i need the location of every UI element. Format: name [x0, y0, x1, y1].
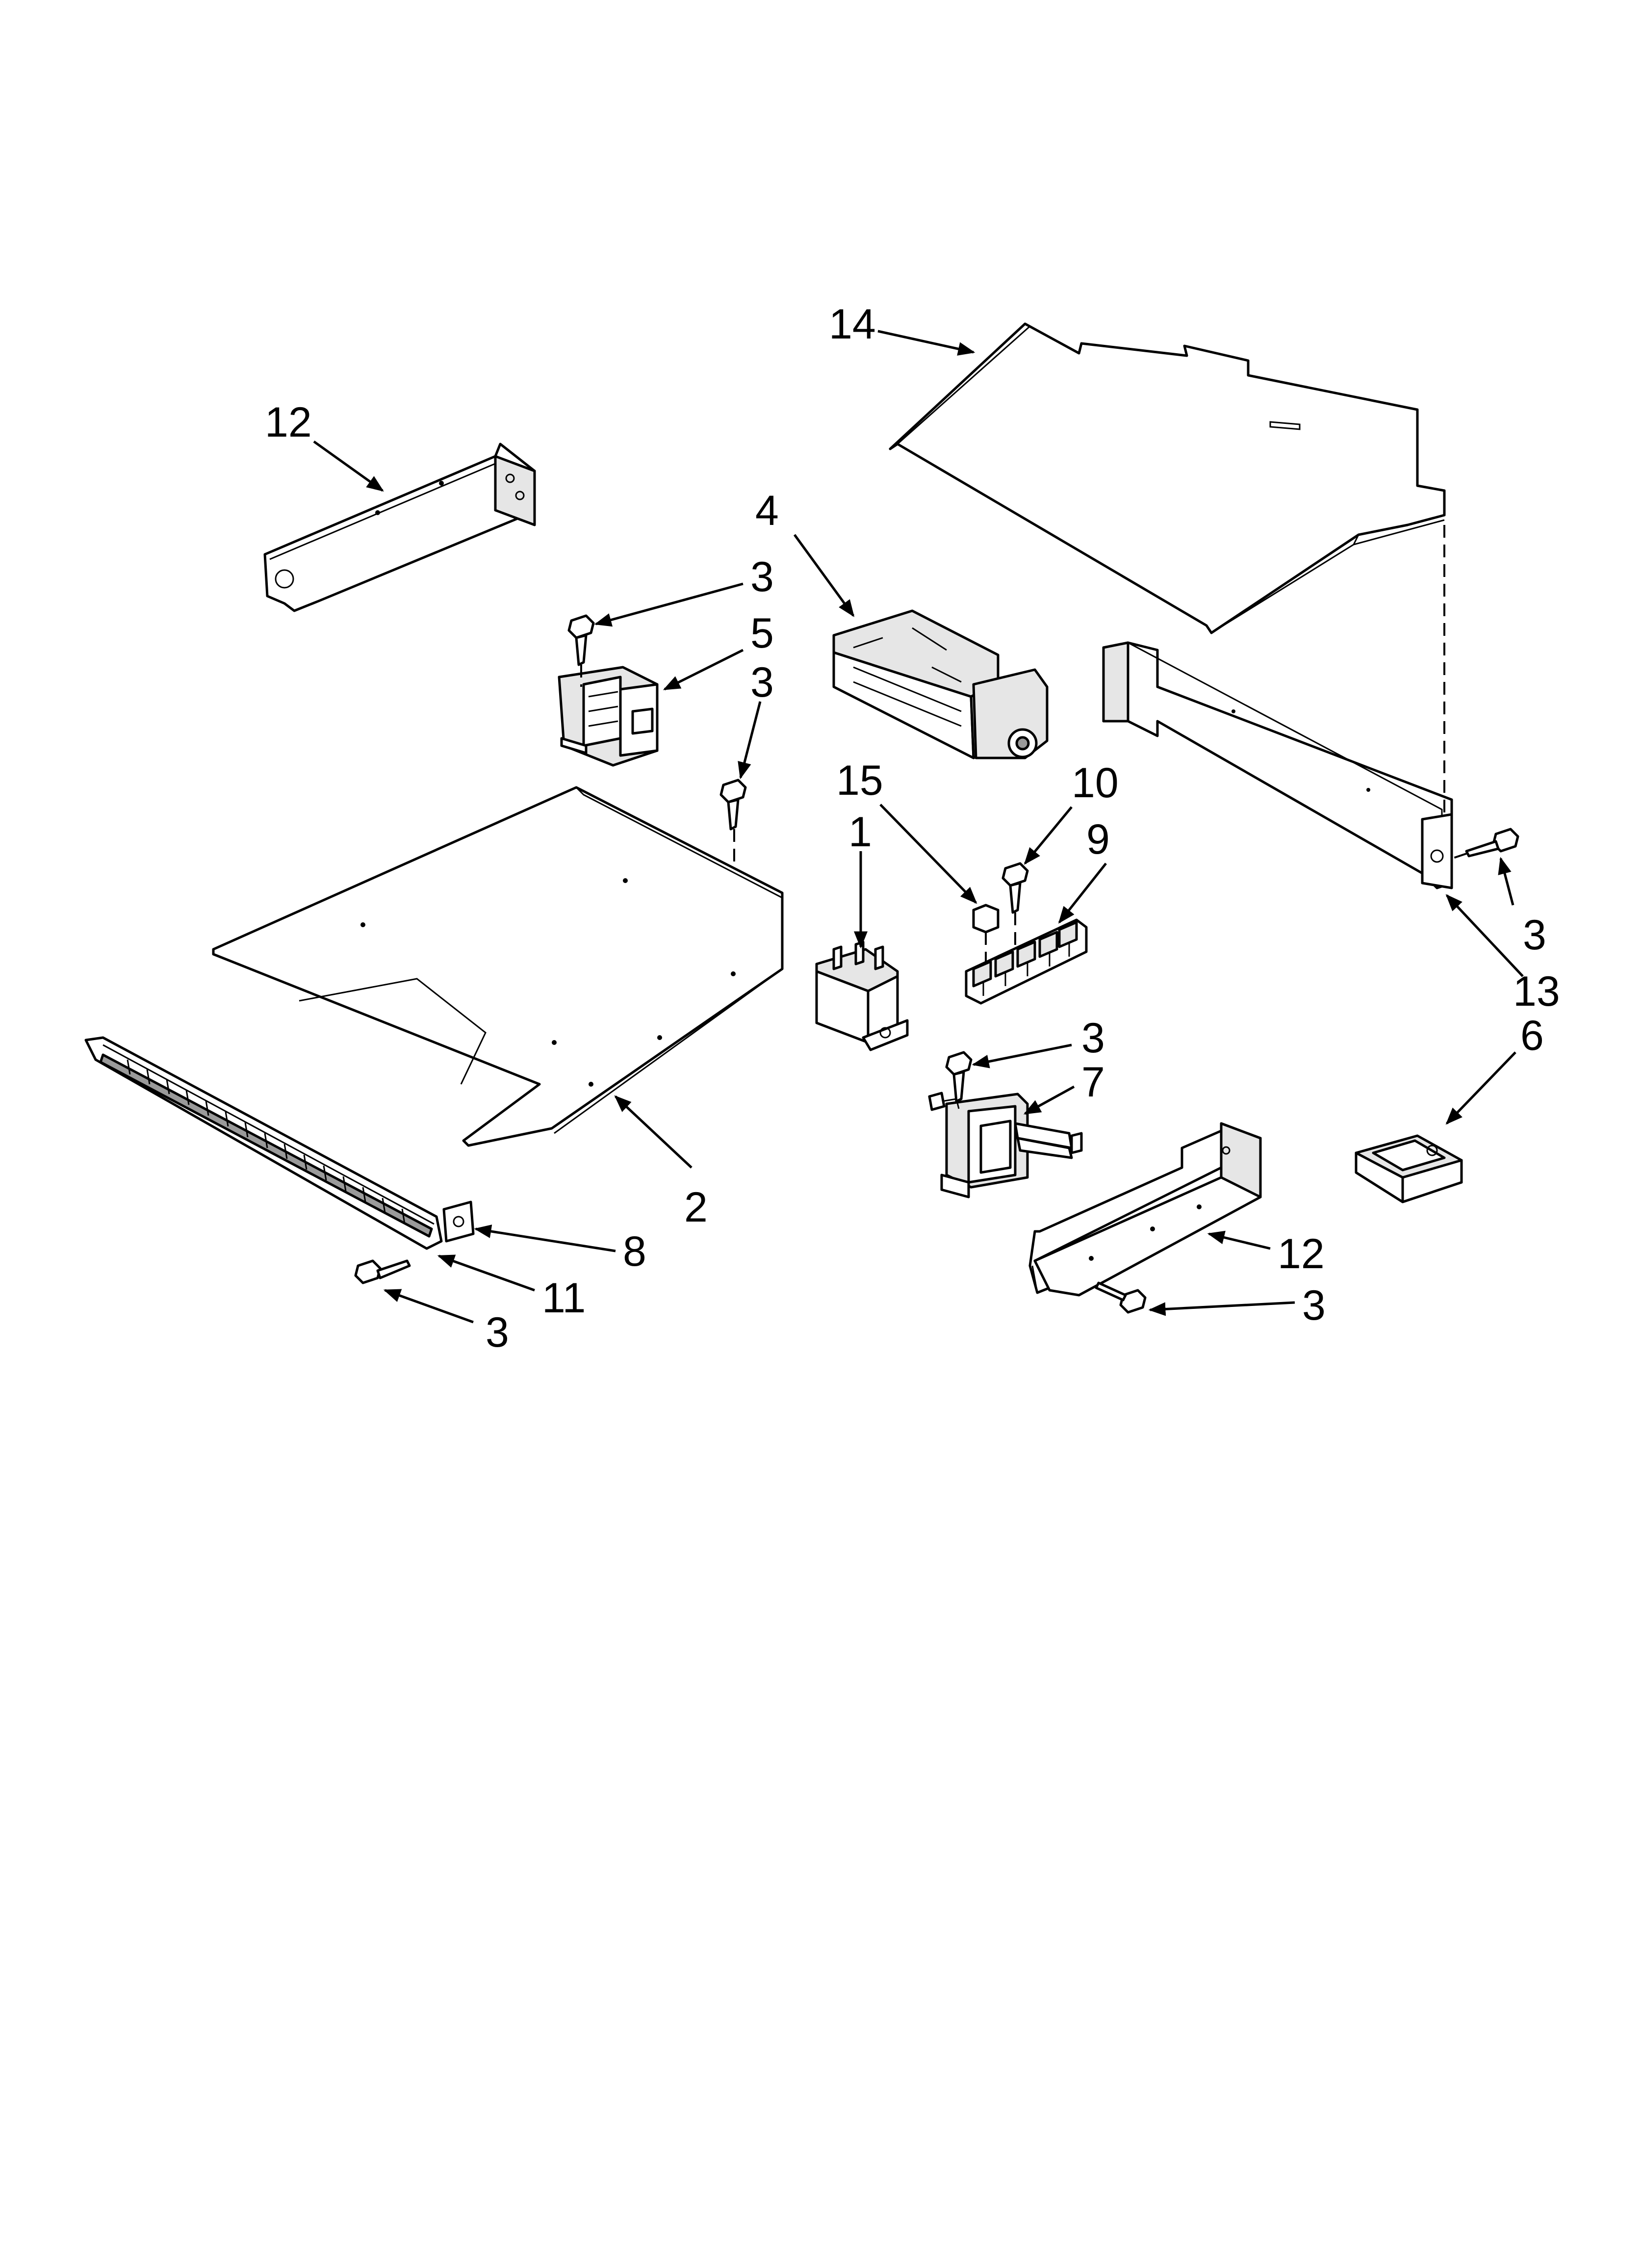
leader-4 — [793, 534, 855, 617]
part-1-relay — [815, 940, 909, 1051]
callout-3-d: 3 — [1523, 912, 1546, 959]
screw-3-f — [1095, 1281, 1147, 1314]
callout-3-a: 3 — [750, 553, 774, 600]
leader-11 — [437, 1254, 535, 1292]
part-12-bracket-upper — [263, 443, 536, 612]
callout-5: 5 — [750, 610, 774, 657]
part-9-terminal-block — [965, 918, 1088, 1005]
leader-3-c — [383, 1289, 474, 1324]
leader-3-d — [1498, 857, 1514, 906]
leader-3-f — [1148, 1301, 1295, 1316]
screw-3-a — [567, 614, 595, 666]
callout-1: 1 — [848, 808, 872, 856]
part-5-transformer — [558, 666, 659, 767]
rail-teeth — [127, 1059, 406, 1224]
callout-2: 2 — [684, 1184, 708, 1231]
part-12-bracket-lower — [1028, 1122, 1262, 1297]
callout-3-f: 3 — [1302, 1282, 1326, 1329]
callout-14: 14 — [829, 301, 876, 348]
leader-3-e — [972, 1043, 1072, 1069]
leader-7 — [1023, 1085, 1075, 1115]
callout-labels: 14 12 4 3 5 3 15 1 10 9 3 13 6 3 7 2 8 1… — [265, 301, 1560, 1356]
part-6-bracket-box — [1355, 1134, 1463, 1203]
part-4-control-module — [832, 609, 1049, 759]
screw-3-d — [1465, 828, 1519, 858]
leader-15 — [879, 804, 977, 904]
callout-8: 8 — [623, 1228, 646, 1275]
part-10-screw — [1001, 862, 1029, 914]
part-11-rail — [84, 1036, 443, 1250]
screw-3-c — [354, 1259, 411, 1284]
callout-15: 15 — [836, 757, 883, 804]
callout-9: 9 — [1086, 816, 1110, 863]
part-13-rear-bracket — [1102, 641, 1453, 889]
callout-6: 6 — [1520, 1012, 1544, 1059]
callout-3-c: 3 — [486, 1309, 509, 1356]
part-8-clip — [442, 1200, 475, 1243]
screw-3-e — [945, 1051, 973, 1103]
leader-12-upper — [313, 440, 384, 492]
callout-4: 4 — [755, 487, 779, 534]
leader-6 — [1445, 1051, 1516, 1125]
callout-12-upper: 12 — [265, 399, 312, 446]
leader-3-b — [738, 701, 762, 780]
callout-12-lower: 12 — [1278, 1230, 1325, 1277]
leader-3-a — [594, 582, 744, 627]
leader-9 — [1058, 862, 1107, 924]
leader-lines — [313, 330, 1524, 1324]
part-14-top-cover — [889, 322, 1446, 634]
callout-10: 10 — [1072, 759, 1119, 807]
callout-7: 7 — [1081, 1059, 1105, 1106]
leader-12-lower — [1207, 1230, 1271, 1250]
leader-5 — [663, 649, 744, 691]
part-7-transformer — [928, 1092, 1083, 1199]
part-2-panel — [212, 786, 784, 1147]
leader-13 — [1445, 894, 1524, 977]
leader-8 — [474, 1225, 616, 1252]
callout-13: 13 — [1513, 968, 1560, 1015]
callout-3-e: 3 — [1081, 1015, 1105, 1062]
screw-3-b — [719, 779, 747, 831]
leader-14 — [877, 330, 975, 356]
leader-2 — [614, 1095, 693, 1169]
callout-3-b: 3 — [750, 659, 774, 706]
callout-11: 11 — [542, 1275, 586, 1322]
part-15-nut — [972, 904, 1000, 934]
leader-10 — [1024, 806, 1073, 865]
